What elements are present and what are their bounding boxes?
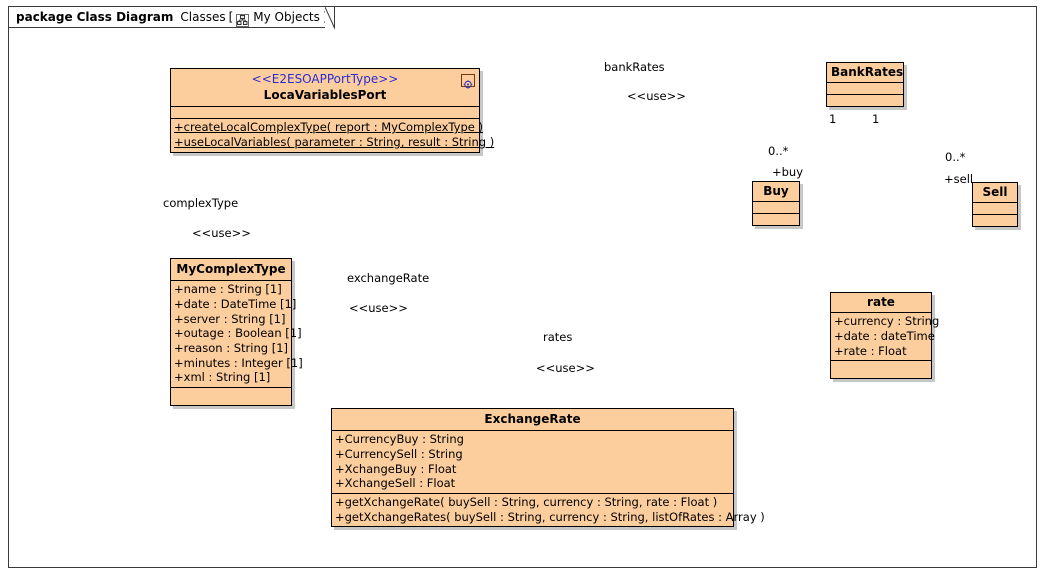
attribute-row: +minutes : Integer [1] bbox=[174, 355, 303, 370]
class-header-buy: Buy bbox=[753, 182, 799, 201]
class-name: ExchangeRate bbox=[484, 412, 581, 426]
class-operations-mycomplextype bbox=[171, 387, 291, 405]
class-name: LocaVariablesPort bbox=[263, 88, 387, 103]
class-operations-buy bbox=[753, 213, 799, 225]
class-attributes-mycomplextype: +name : String [1] +date : DateTime [1] … bbox=[171, 280, 303, 387]
attribute-row: +XchangeSell : Float bbox=[335, 476, 456, 491]
class-name: MyComplexType bbox=[176, 262, 286, 276]
class-box-bankrates[interactable]: BankRates bbox=[826, 62, 904, 108]
operation-row: +getXchangeRates( buySell : String, curr… bbox=[335, 509, 765, 524]
multiplicity-bankrates-sell-target: 0..* bbox=[945, 150, 966, 164]
class-attributes-exchangerate: +CurrencyBuy : String +CurrencySell : St… bbox=[332, 430, 733, 493]
class-name: Buy bbox=[763, 184, 789, 198]
diagram-frame bbox=[8, 6, 1037, 568]
operation-row: +getXchangeRate( buySell : String, curre… bbox=[335, 495, 718, 510]
class-operations-rate bbox=[831, 360, 931, 378]
frame-keyword: package bbox=[16, 10, 73, 24]
attribute-row: +outage : Boolean [1] bbox=[174, 326, 302, 341]
edge-label-bankrates: bankRates bbox=[604, 60, 665, 74]
edge-label-complextype: complexType bbox=[163, 196, 239, 210]
frame-package-label: Classes bbox=[180, 10, 226, 24]
role-bankrates-buy-target: +buy bbox=[772, 165, 804, 179]
class-box-exchangerate[interactable]: ExchangeRate +CurrencyBuy : String +Curr… bbox=[331, 408, 765, 528]
class-box-buy[interactable]: Buy bbox=[752, 181, 800, 227]
operation-row: +createLocalComplexType( report : MyComp… bbox=[174, 120, 483, 135]
class-attributes-locavariablesport bbox=[171, 106, 479, 118]
multiplicity-bankrates-sell-source: 1 bbox=[872, 112, 880, 126]
attribute-row: +CurrencyBuy : String bbox=[335, 432, 464, 447]
attribute-row: +name : String [1] bbox=[174, 282, 282, 297]
class-operations-bankrates bbox=[827, 94, 903, 106]
attribute-row: +server : String [1] bbox=[174, 311, 286, 326]
frame-diagram-name: Class Diagram bbox=[76, 10, 174, 24]
class-name: BankRates bbox=[831, 65, 904, 79]
frame-bracket-open: [ bbox=[228, 10, 234, 24]
class-operations-sell bbox=[973, 214, 1017, 226]
class-box-sell[interactable]: Sell bbox=[972, 182, 1018, 228]
attribute-row: +XchangeBuy : Float bbox=[335, 461, 457, 476]
attribute-row: +xml : String [1] bbox=[174, 370, 271, 385]
attribute-row: +rate : Float bbox=[834, 343, 907, 358]
role-bankrates-sell-target: +sell bbox=[944, 172, 974, 186]
multiplicity-bankrates-buy-source: 1 bbox=[829, 112, 837, 126]
class-header-rate: rate bbox=[831, 293, 931, 312]
class-box-locavariablesport[interactable]: <<E2ESOAPPortType>> LocaVariablesPort +c… bbox=[170, 68, 495, 153]
class-name: rate bbox=[867, 295, 895, 309]
frame-scope-name: My Objects bbox=[253, 10, 320, 24]
attribute-row: +date : dateTime bbox=[834, 328, 935, 343]
attribute-row: +currency : String bbox=[834, 314, 940, 329]
edge-label-rates: rates bbox=[543, 330, 573, 344]
interface-port-icon bbox=[461, 74, 475, 89]
class-header-mycomplextype: MyComplexType bbox=[171, 259, 291, 280]
diagram-frame-header[interactable]: package Class Diagram Classes [ My Objec… bbox=[8, 6, 335, 30]
edge-stereotype-complextype: <<use>> bbox=[192, 226, 251, 240]
class-header-locavariablesport: <<E2ESOAPPortType>> LocaVariablesPort bbox=[171, 69, 479, 106]
class-header-exchangerate: ExchangeRate bbox=[332, 409, 733, 430]
frame-tab-corner bbox=[324, 7, 335, 30]
edge-stereotype-exchangerate: <<use>> bbox=[349, 301, 408, 315]
class-header-bankrates: BankRates bbox=[827, 63, 903, 82]
class-attributes-bankrates bbox=[827, 82, 903, 94]
class-attributes-sell bbox=[973, 202, 1017, 214]
operation-row: +useLocalVariables( parameter : String, … bbox=[174, 135, 495, 150]
class-box-rate[interactable]: rate +currency : String +date : dateTime… bbox=[830, 292, 940, 380]
package-tree-icon bbox=[236, 12, 250, 27]
class-header-sell: Sell bbox=[973, 183, 1017, 202]
class-attributes-buy bbox=[753, 201, 799, 213]
class-name: Sell bbox=[982, 185, 1008, 199]
edge-stereotype-bankrates: <<use>> bbox=[627, 89, 686, 103]
attribute-row: +reason : String [1] bbox=[174, 341, 289, 356]
class-operations-exchangerate: +getXchangeRate( buySell : String, curre… bbox=[332, 493, 765, 526]
multiplicity-bankrates-buy-target: 0..* bbox=[768, 144, 789, 158]
attribute-row: +CurrencySell : String bbox=[335, 446, 463, 461]
class-box-mycomplextype[interactable]: MyComplexType +name : String [1] +date :… bbox=[170, 258, 303, 407]
class-attributes-rate: +currency : String +date : dateTime +rat… bbox=[831, 312, 940, 360]
edge-stereotype-rates: <<use>> bbox=[536, 361, 595, 375]
class-operations-locavariablesport: +createLocalComplexType( report : MyComp… bbox=[171, 118, 495, 151]
attribute-row: +date : DateTime [1] bbox=[174, 296, 297, 311]
class-stereotype: <<E2ESOAPPortType>> bbox=[251, 72, 399, 86]
edge-label-exchangerate: exchangeRate bbox=[347, 271, 430, 285]
